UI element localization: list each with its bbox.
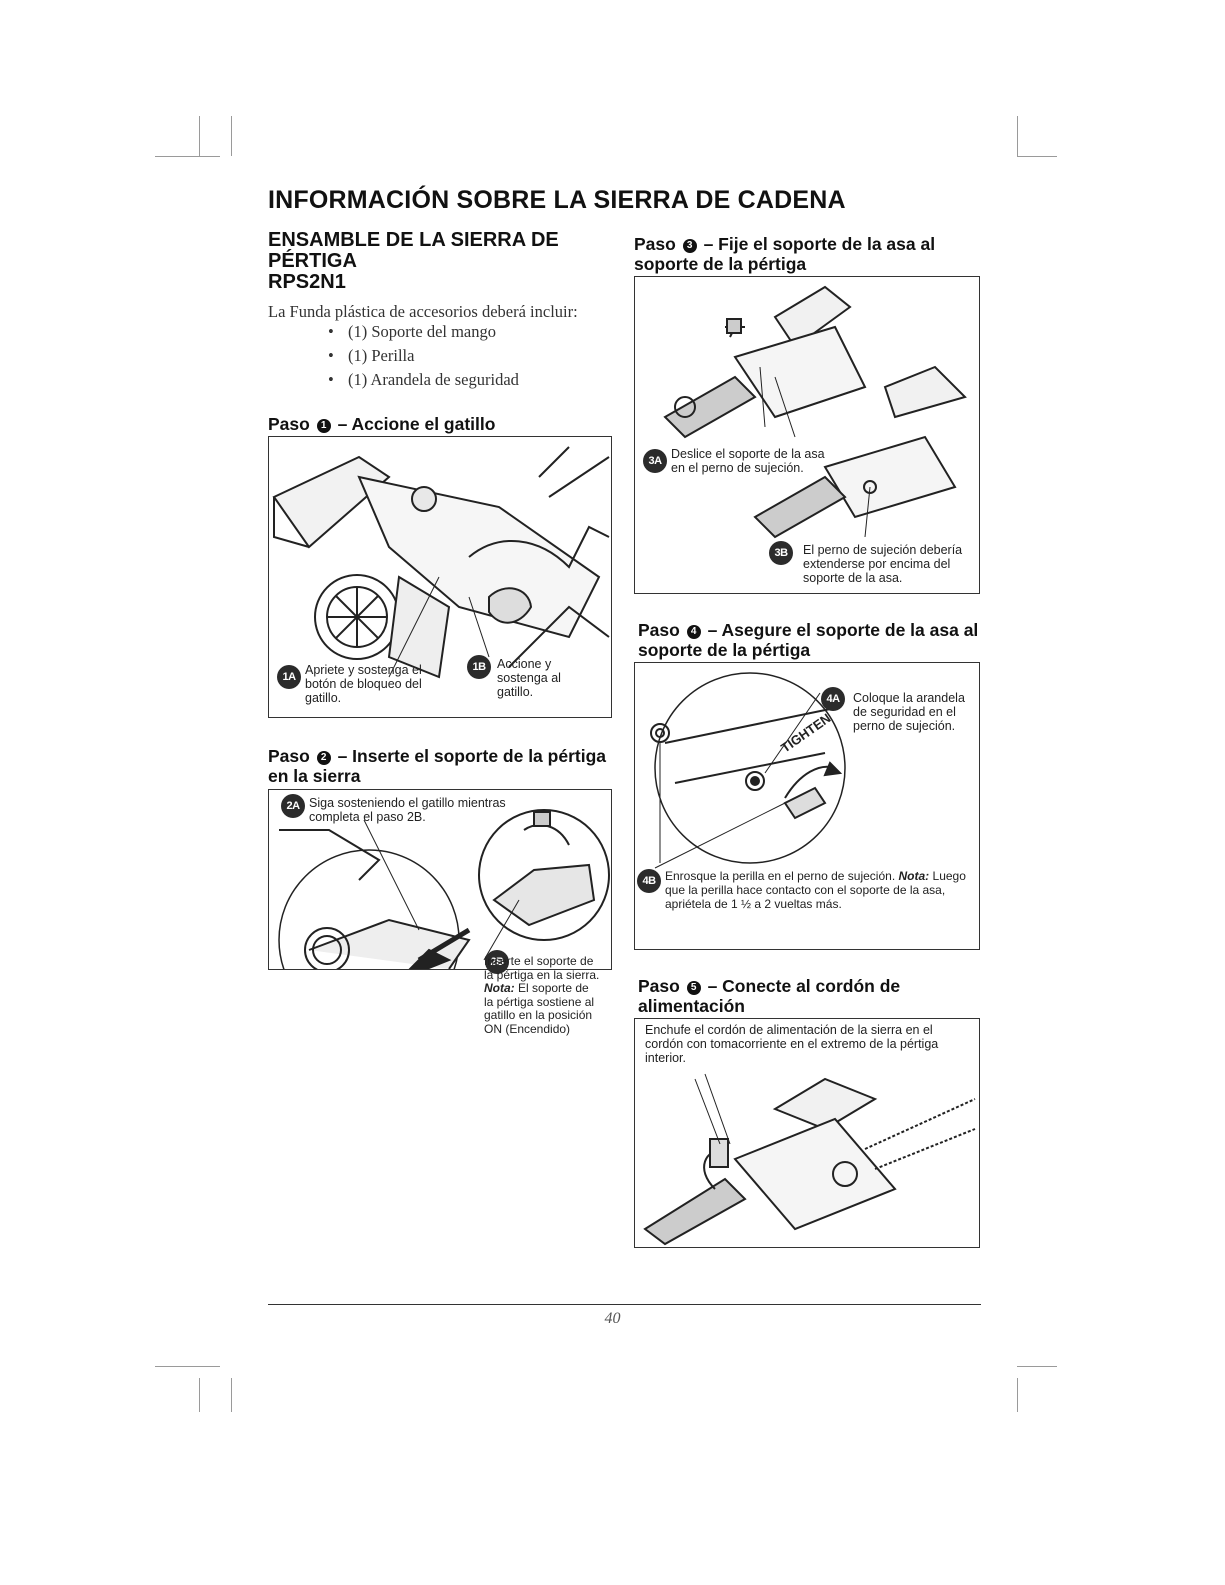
crop-mark [155, 156, 220, 157]
badge-3a-icon: 3A [643, 449, 667, 473]
crop-mark [231, 116, 232, 156]
crop-mark [231, 1378, 232, 1412]
step-1-figure: 1A Apriete y sostenga el botón de bloque… [268, 436, 612, 718]
step-1-title: Paso 1 – Accione el gatillo [268, 414, 496, 434]
accessory-list: (1) Soporte del mango (1) Perilla (1) Ar… [330, 320, 519, 392]
crop-mark [1017, 1378, 1018, 1412]
crop-mark [1017, 1366, 1057, 1367]
callout-4b: Enrosque la perilla en el perno de sujec… [665, 869, 966, 911]
crop-mark [199, 116, 200, 156]
step-number-icon: 3 [682, 239, 697, 253]
step-number-icon: 2 [316, 751, 331, 765]
footer-rule [268, 1304, 981, 1305]
crop-mark [1017, 116, 1018, 156]
badge-2b-icon: 2B [485, 950, 509, 974]
step-number-icon: 5 [686, 981, 701, 995]
crop-mark [155, 1366, 220, 1367]
callout-1b: Accione y sostenga al gatillo. [497, 657, 561, 699]
badge-1a-icon: 1A [277, 665, 301, 689]
chainsaw-trigger-illustration [272, 446, 610, 679]
step-2-title: Paso 2 – Inserte el soporte de la pértig… [268, 746, 606, 786]
list-item: (1) Arandela de seguridad [330, 368, 519, 392]
callout-4a: Coloque la arandela de seguridad en el p… [853, 691, 965, 733]
callout-3b: El perno de sujeción debería extenderse … [803, 543, 963, 585]
page-number: 40 [604, 1310, 621, 1327]
step-4-title: Paso 4 – Asegure el soporte de la asa al… [638, 620, 979, 660]
step-number-icon: 4 [686, 625, 701, 639]
step-number-icon: 1 [316, 419, 331, 433]
callout-2a: Siga sosteniendo el gatillo mientras com… [309, 796, 506, 824]
power-cord-connection-illustration [643, 1073, 976, 1246]
crop-mark [199, 1378, 200, 1412]
step-2-figure: 2A Siga sosteniendo el gatillo mientras … [268, 789, 612, 974]
callout-3a: Deslice el soporte de la asa en el perno… [671, 447, 825, 475]
badge-1b-icon: 1B [467, 655, 491, 679]
crop-mark [1017, 156, 1057, 157]
step-5-title: Paso 5 – Conecte al cordón de alimentaci… [638, 976, 901, 1016]
step-3-figure: 3A Deslice el soporte de la asa en el pe… [634, 276, 980, 594]
step-5-text: Enchufe el cordón de alimentación de la … [645, 1023, 939, 1065]
step-3-title: Paso 3 – Fije el soporte de la asa al so… [634, 234, 936, 274]
step-5-figure: Enchufe el cordón de alimentación de la … [634, 1018, 980, 1248]
callout-2b: Inserte el soporte de la pértiga en la s… [484, 954, 600, 1036]
lock-washer-knob-illustration: TIGHTEN [650, 672, 846, 869]
pole-mount-insert-illustration [278, 809, 610, 969]
section-heading: ENSAMBLE DE LA SIERRA DE PÉRTIGA RPS2N1 [268, 229, 559, 293]
step-4-figure: TIGHTEN 4A Coloque la arandela de seguri… [634, 662, 980, 950]
badge-4b-icon: 4B [637, 869, 661, 893]
badge-3b-icon: 3B [769, 541, 793, 565]
badge-4a-icon: 4A [821, 687, 845, 711]
list-item: (1) Soporte del mango [330, 320, 519, 344]
intro-text: La Funda plástica de accesorios deberá i… [268, 302, 578, 321]
page-title: INFORMACIÓN SOBRE LA SIERRA DE CADENA [268, 186, 846, 214]
callout-1a: Apriete y sostenga el botón de bloqueo d… [305, 663, 422, 705]
list-item: (1) Perilla [330, 344, 519, 368]
handle-mount-illustration [663, 285, 967, 539]
badge-2a-icon: 2A [281, 794, 305, 818]
